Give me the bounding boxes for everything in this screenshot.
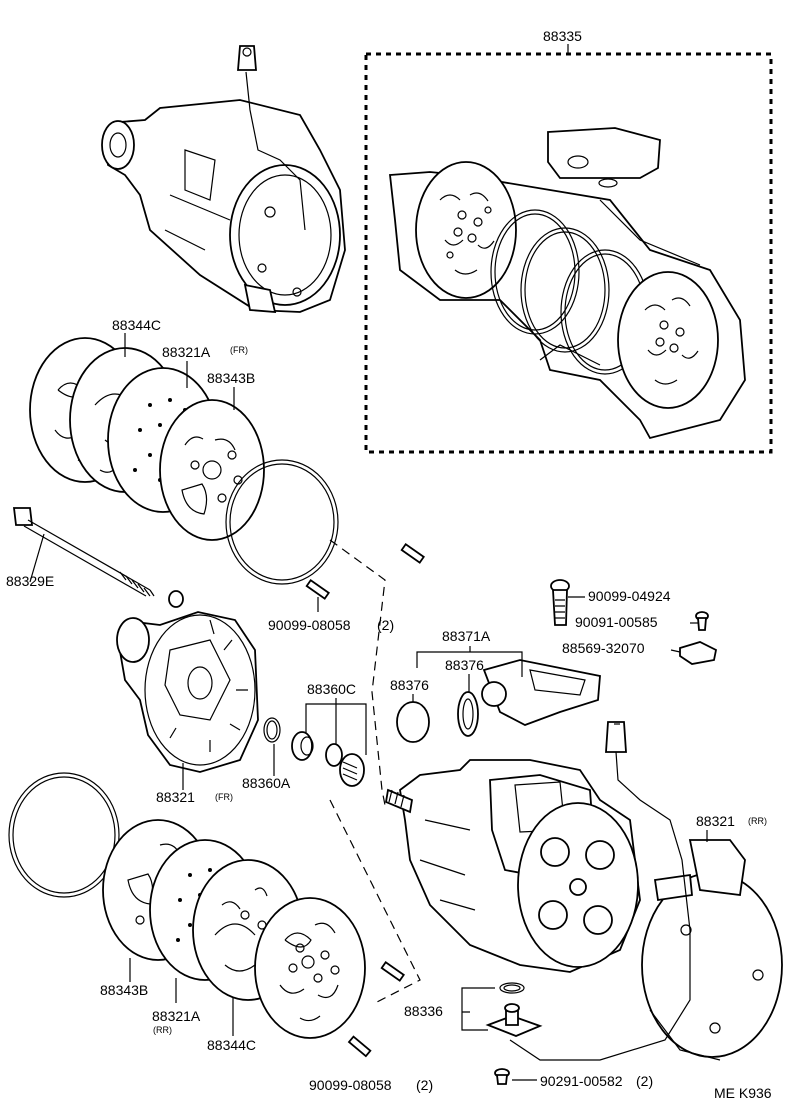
clip-88569-32070[interactable] [679,641,718,665]
label-88321-rear-note: (RR) [748,816,767,826]
label-88321a-front-note: (FR) [230,345,248,355]
label-90099-08058-bottom[interactable]: 90099-08058 [309,1077,392,1093]
label-88336[interactable]: 88336 [404,1003,443,1019]
compressor-body-rear[interactable] [384,759,641,973]
label-88321-front[interactable]: 88321 [156,789,195,805]
assembled-compressor[interactable] [101,45,346,313]
label-88321-front-note: (FR) [215,792,233,802]
label-88321a-rear[interactable]: 88321A [152,1008,201,1024]
label-90099-08058-top[interactable]: 90099-08058 [268,617,351,633]
pin-lower-right[interactable] [380,960,405,982]
rear-cover-88321-rr[interactable] [641,839,783,1061]
screw-90291-00582[interactable] [494,1068,510,1085]
kit-gasket-ring-2[interactable] [520,227,610,353]
kit-valve-plate-front[interactable] [415,161,517,299]
o-ring-88376-right[interactable] [457,691,479,737]
kit-valve-plate-rear[interactable] [617,271,719,409]
label-88321-rear[interactable]: 88321 [696,813,735,829]
label-90291-00582[interactable]: 90291-00582 [540,1073,623,1089]
pin-upper-left[interactable] [305,578,330,600]
label-88360c[interactable]: 88360C [307,681,356,697]
front-housing-88321-fr[interactable] [116,611,259,773]
shaft-seal-88360c[interactable] [291,731,365,787]
bolt-90099-04924[interactable] [550,579,570,626]
label-88360a[interactable]: 88360A [242,775,291,791]
label-88343b-front[interactable]: 88343B [207,370,255,386]
label-88344c-front[interactable]: 88344C [112,317,161,333]
alignment-dashed-line-lower [329,799,421,1004]
label-88335[interactable]: 88335 [543,28,582,44]
pin-lower-left[interactable] [347,1035,372,1058]
label-88371a[interactable]: 88371A [442,628,491,644]
label-90099-08058-top-qty: (2) [377,617,394,633]
control-valve-88371a[interactable] [481,659,601,726]
o-ring-front[interactable] [225,459,339,585]
label-88321a-rear-note: (RR) [153,1025,172,1035]
label-90091-00585[interactable]: 90091-00585 [575,614,658,630]
screw-90091-00585[interactable] [695,611,709,631]
valve-plate-88344c-rear[interactable] [254,897,366,1039]
label-88569-32070[interactable]: 88569-32070 [562,640,645,656]
o-ring-88376-left[interactable] [396,701,430,743]
label-88376-right[interactable]: 88376 [445,657,484,673]
label-88343b-rear[interactable]: 88343B [100,982,148,998]
alignment-dashed-line-upper [329,539,386,806]
label-90099-04924[interactable]: 90099-04924 [588,588,671,604]
kit-88335-group: 88335 [364,28,773,454]
diagram-code: ME K936 [714,1085,772,1101]
gasket-88343b-front[interactable] [159,399,265,541]
label-88329e[interactable]: 88329E [6,573,54,589]
label-88376-left[interactable]: 88376 [390,677,429,693]
label-88321a-front[interactable]: 88321A [162,344,211,360]
label-90291-00582-qty: (2) [636,1073,653,1089]
label-90099-08058-bottom-qty: (2) [416,1077,433,1093]
long-bolt-88329e[interactable] [12,507,184,608]
pin-upper-right[interactable] [400,542,425,564]
o-ring-rear[interactable] [8,772,120,898]
thermo-switch-88336[interactable] [485,982,543,1037]
snap-ring-88360a[interactable] [263,717,281,743]
wire-harness-rear[interactable] [509,721,691,1061]
kit-gasket-ring-1[interactable] [490,209,580,335]
part-labels: 88344C 88321A (FR) 88343B 88329E 90099-0… [6,317,772,1101]
label-88344c-rear[interactable]: 88344C [207,1037,256,1053]
leader-lines [29,333,708,1081]
